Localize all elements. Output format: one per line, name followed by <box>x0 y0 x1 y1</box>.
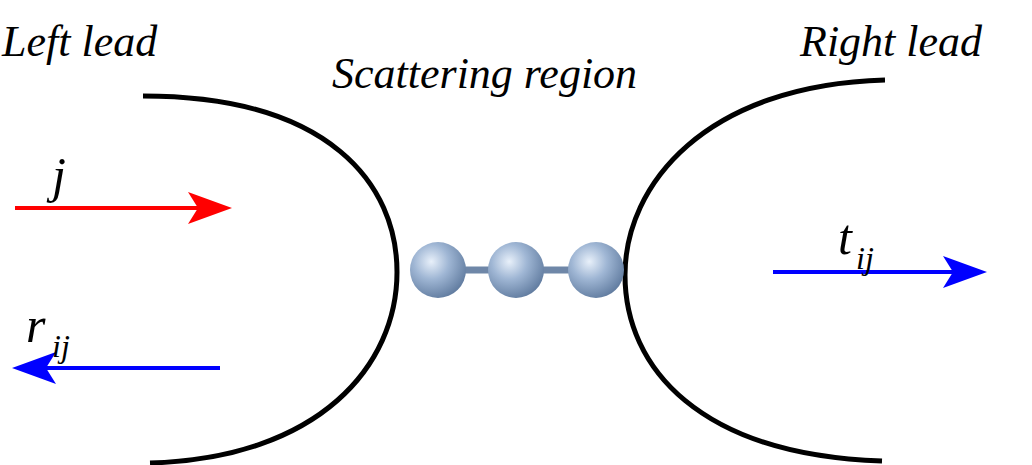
region-label: Scattering region <box>332 52 637 96</box>
current-symbol: j <box>52 150 66 200</box>
lead-label: Left lead <box>2 20 157 64</box>
subscript-index: ij <box>856 242 874 274</box>
subscript-index: ij <box>52 330 70 362</box>
atom-chain <box>410 242 624 298</box>
incident-arrow <box>15 192 232 224</box>
reflected-arrow <box>12 352 220 384</box>
left-lead <box>143 96 397 463</box>
transmission-symbol: t <box>838 212 852 262</box>
reflection-symbol: r <box>26 300 45 350</box>
lead-label: Right lead <box>800 20 982 64</box>
transmitted-arrow <box>773 256 987 288</box>
